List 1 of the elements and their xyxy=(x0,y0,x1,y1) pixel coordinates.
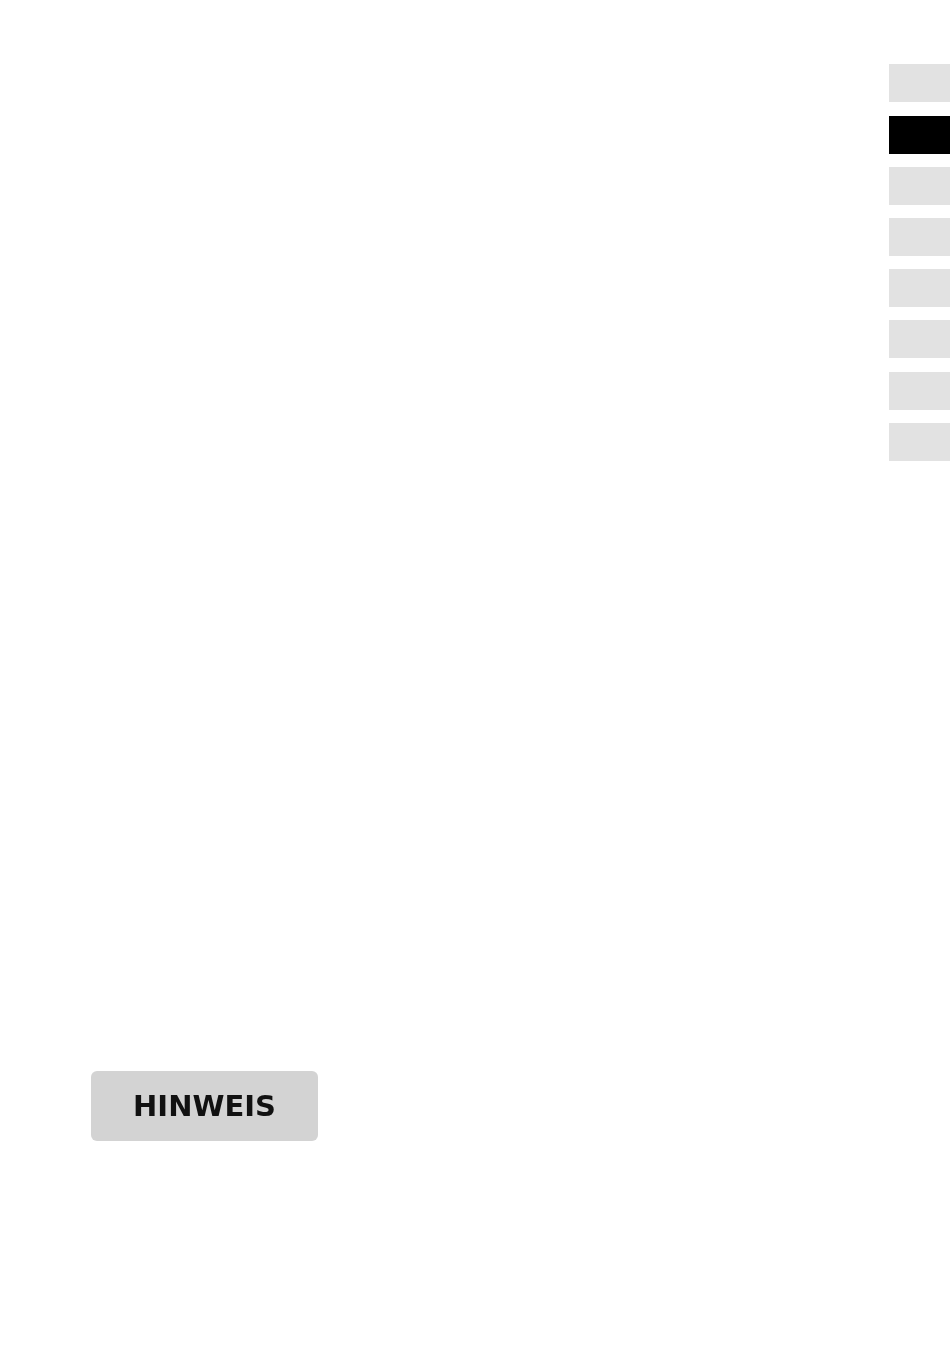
notice-label: HINWEIS xyxy=(91,1071,318,1141)
